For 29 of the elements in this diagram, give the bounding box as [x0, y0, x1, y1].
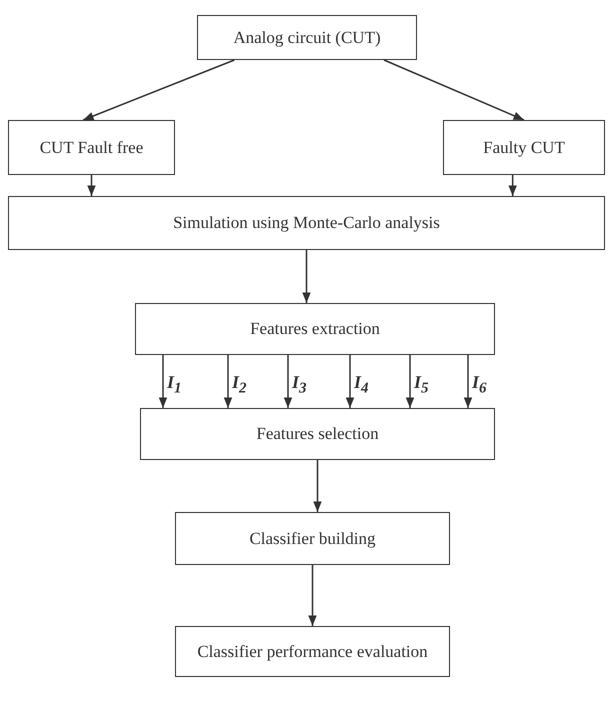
arrow: [308, 565, 317, 626]
arrow: [346, 355, 354, 408]
arrow: [384, 59, 524, 121]
box-label: Classifier building: [249, 528, 376, 548]
process-box: [175, 512, 450, 565]
arrow: [82, 59, 235, 121]
arrow: [508, 175, 517, 196]
arrow: [87, 175, 96, 196]
box-label: Features extraction: [250, 319, 380, 339]
arrow: [302, 250, 311, 303]
arrow: [284, 355, 292, 408]
arrow: [224, 355, 232, 408]
process-box: [135, 303, 495, 355]
arrow: [406, 355, 414, 408]
arrow: [158, 355, 168, 408]
process-box: [443, 120, 605, 175]
arrow: [313, 460, 322, 512]
box-label: CUT Fault free: [40, 138, 144, 158]
box-label: Analog circuit (CUT): [233, 28, 381, 48]
box-label: Simulation using Monte-Carlo analysis: [173, 213, 440, 233]
process-box: [140, 408, 495, 460]
process-box: [8, 196, 605, 250]
process-box: [8, 120, 175, 175]
process-box: [175, 626, 450, 677]
box-label: Features selection: [256, 424, 379, 444]
process-box: [197, 15, 417, 60]
box-label: Faulty CUT: [483, 138, 565, 158]
arrow: [464, 355, 472, 408]
box-label: Classifier performance evaluation: [197, 642, 428, 662]
